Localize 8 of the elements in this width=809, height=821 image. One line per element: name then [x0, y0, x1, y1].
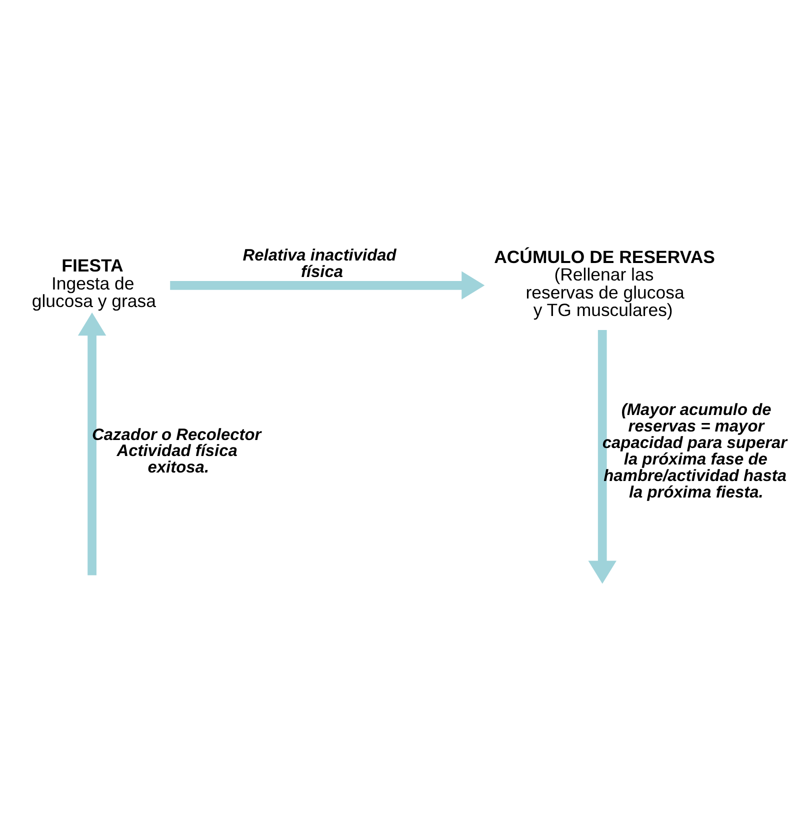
arrow — [78, 312, 106, 576]
arrow — [588, 330, 616, 584]
node-text: ACÚMULO DE RESERVAS (Rellenar las reservas de glucosa y TG musculares) — [494, 246, 715, 320]
node-text: FIESTA Ingesta de glucosa y grasa — [32, 256, 156, 312]
edge-label: Relativa inactividad física — [242, 246, 396, 282]
edge-label: (Mayor acumulo de reservas = mayor capacidad para superar la próxima fase de hambre/actividad hasta la próxima fiesta. — [602, 401, 788, 502]
arrow — [170, 271, 485, 300]
edge-label: Cazador o Recolector Actividad física exitosa. — [92, 426, 262, 477]
